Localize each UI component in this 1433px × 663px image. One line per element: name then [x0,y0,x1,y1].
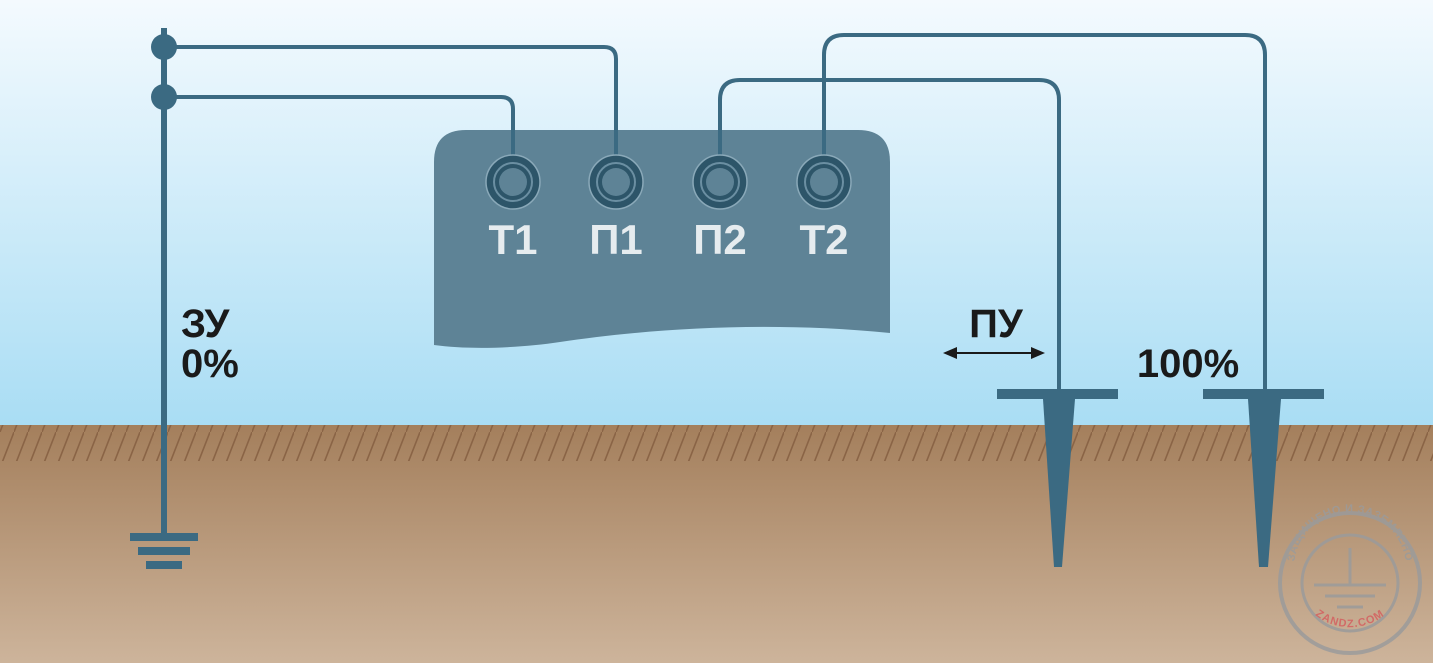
terminal-p2[interactable]: П2 [692,154,748,263]
watermark-ground-icon [1314,548,1386,609]
junction-node-bottom [151,84,177,110]
terminal-t2[interactable]: Т2 [796,154,852,263]
measuring-device [434,130,890,348]
potential-electrode-stake [997,389,1118,567]
zu-label: ЗУ [181,302,231,346]
wire-p1 [164,45,618,180]
connection-wires [164,33,1267,390]
pu-label: ПУ [969,302,1024,346]
zu-percent-label: 0% [181,342,239,386]
terminal-t1[interactable]: Т1 [485,154,541,263]
terminal-label-p1: П1 [589,216,643,263]
double-arrow-icon [943,347,1045,359]
wire-t1 [164,95,515,180]
junction-node-top [151,34,177,60]
wire-t2 [822,33,1267,390]
terminal-group: Т1 П1 П2 Т2 [485,154,852,263]
terminal-p1[interactable]: П1 [588,154,644,263]
watermark-ring [1278,511,1422,655]
terminal-label-t2: Т2 [799,216,848,263]
terminal-label-t1: Т1 [488,216,537,263]
terminal-label-p2: П2 [693,216,747,263]
ground [0,425,1433,663]
ground-hatching [0,425,1433,461]
wire-p2 [718,78,1061,390]
earth-ground-symbol [130,533,198,569]
watermark-inner-ring [1300,533,1400,633]
far-percent-label: 100% [1137,342,1239,386]
current-electrode-stake [1203,389,1324,567]
